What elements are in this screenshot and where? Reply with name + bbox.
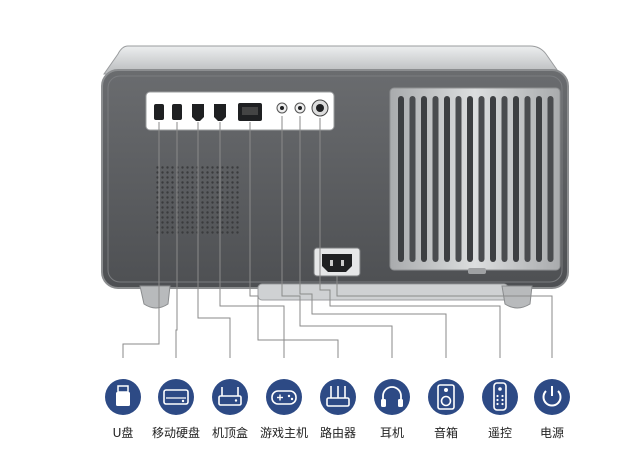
vent-fin	[501, 96, 508, 262]
hdmi-port-2	[214, 104, 226, 121]
vent-fin	[467, 96, 473, 262]
headphones-icon	[374, 379, 410, 415]
vent-fin	[490, 96, 496, 262]
power-icon	[534, 379, 570, 415]
ir-receiver	[294, 102, 306, 114]
foot-right	[501, 285, 533, 309]
usb-port-1	[154, 104, 164, 120]
cooling-vent	[389, 87, 561, 274]
vent-fin	[547, 96, 554, 262]
vent-fin	[444, 96, 450, 262]
ac-power-inlet	[313, 247, 361, 277]
router-icon	[320, 379, 356, 415]
usb-port-2	[172, 104, 182, 120]
set-top-box-icon	[212, 379, 248, 415]
vent-fin	[409, 96, 416, 262]
vent-fin	[432, 96, 439, 262]
vent-fin	[478, 96, 485, 262]
hdmi-port-1	[192, 104, 204, 121]
lan-port	[238, 103, 262, 121]
vent-fin	[536, 96, 542, 262]
remote-control-icon	[482, 379, 518, 415]
game-controller-icon	[266, 379, 302, 415]
vent-fin	[421, 96, 427, 262]
foot-left	[139, 285, 171, 309]
projector-base	[257, 283, 509, 301]
vent-fin	[398, 96, 404, 262]
usb-drive-icon	[105, 379, 141, 415]
leader-lines	[122, 116, 553, 358]
speaker-icon	[428, 379, 464, 415]
dc-power-jack	[311, 99, 329, 117]
vent-fin	[455, 96, 462, 262]
external-hard-drive-icon	[158, 379, 194, 415]
vent-fin	[524, 96, 531, 262]
vent-fin	[513, 96, 519, 262]
audio-jack	[276, 102, 288, 114]
